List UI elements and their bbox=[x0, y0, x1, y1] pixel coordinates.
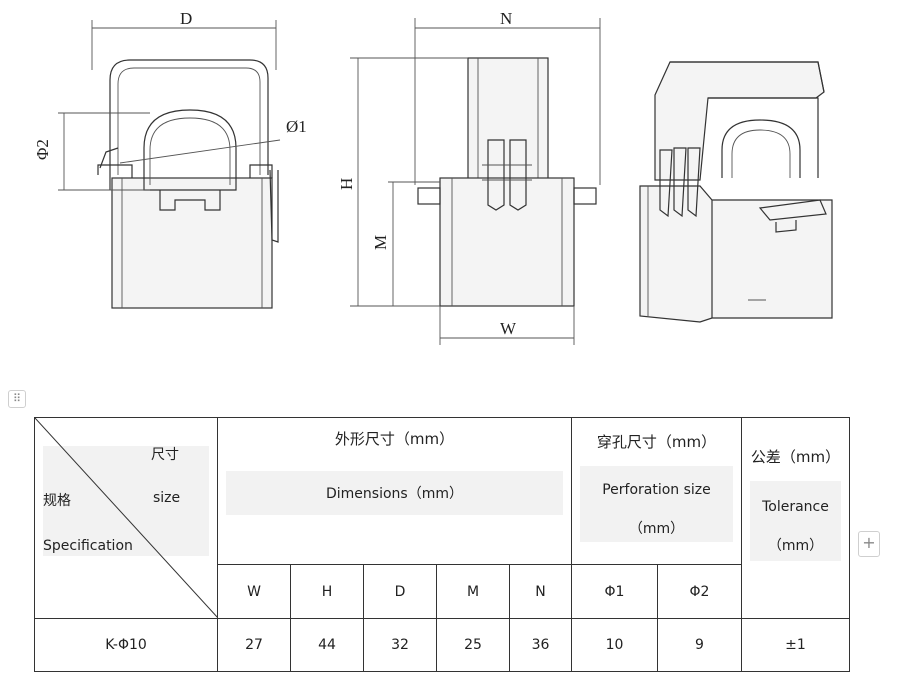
side-view: N H M W bbox=[337, 9, 601, 345]
table-row: K-Φ10 27 44 32 25 36 10 9 ±1 bbox=[34, 618, 850, 672]
model-cell: K-Φ10 bbox=[34, 618, 218, 672]
value-cell: 44 bbox=[290, 618, 364, 672]
label-phi2: Φ2 bbox=[33, 139, 52, 160]
tolerance-header-cn: 公差（mm） bbox=[750, 447, 841, 466]
value-cell: 9 bbox=[657, 618, 742, 672]
column-header: N bbox=[509, 564, 572, 619]
dimensions-header-en: Dimensions（mm） bbox=[226, 470, 563, 515]
label-h: H bbox=[337, 178, 356, 190]
corner-spec-cn: 规格 bbox=[43, 493, 71, 509]
perforation-header-cn: 穿孔尺寸（mm） bbox=[596, 432, 717, 451]
dimensions-header-cn: 外形尺寸（mm） bbox=[334, 429, 455, 448]
corner-spec-en: Specification bbox=[43, 538, 133, 554]
perforation-header-en-2: （mm） bbox=[580, 503, 733, 542]
column-header: Φ1 bbox=[571, 564, 658, 619]
column-header: W bbox=[217, 564, 291, 619]
label-d: D bbox=[180, 9, 192, 28]
label-n: N bbox=[500, 9, 512, 28]
front-view: D Ø1 Φ2 bbox=[33, 9, 307, 309]
technical-drawings: D Ø1 Φ2 N bbox=[33, 9, 833, 345]
label-phi1: Ø1 bbox=[286, 117, 307, 136]
spec-table: 尺寸 规格 size Specification 外形尺寸（mm） Dimens… bbox=[34, 417, 850, 672]
tolerance-cell: ±1 bbox=[741, 618, 850, 672]
value-cell: 25 bbox=[436, 618, 510, 672]
column-header: D bbox=[363, 564, 437, 619]
value-cell: 10 bbox=[571, 618, 658, 672]
column-header: H bbox=[290, 564, 364, 619]
corner-size-cn: 尺寸 bbox=[151, 447, 179, 463]
isometric-view bbox=[639, 61, 833, 323]
value-cell: 32 bbox=[363, 618, 437, 672]
corner-size-en: size bbox=[153, 490, 181, 506]
tolerance-header: 公差（mm） Tolerance （mm） bbox=[741, 417, 850, 619]
drag-handle-icon[interactable]: ⠿ bbox=[8, 390, 26, 408]
value-cell: 27 bbox=[217, 618, 291, 672]
corner-header-cell: 尺寸 规格 size Specification bbox=[34, 417, 218, 619]
tolerance-header-en-1: Tolerance bbox=[750, 480, 841, 521]
perforation-header: 穿孔尺寸（mm） Perforation size （mm） bbox=[571, 417, 742, 565]
add-column-icon[interactable]: + bbox=[858, 531, 880, 557]
column-header: M bbox=[436, 564, 510, 619]
label-w: W bbox=[500, 319, 517, 338]
column-header: Φ2 bbox=[657, 564, 742, 619]
perforation-header-en-1: Perforation size bbox=[580, 465, 733, 504]
dimensions-header: 外形尺寸（mm） Dimensions（mm） bbox=[217, 417, 572, 565]
corner-diagonal bbox=[35, 418, 218, 618]
tolerance-header-en-2: （mm） bbox=[750, 520, 841, 561]
label-m: M bbox=[371, 235, 390, 250]
value-cell: 36 bbox=[509, 618, 572, 672]
